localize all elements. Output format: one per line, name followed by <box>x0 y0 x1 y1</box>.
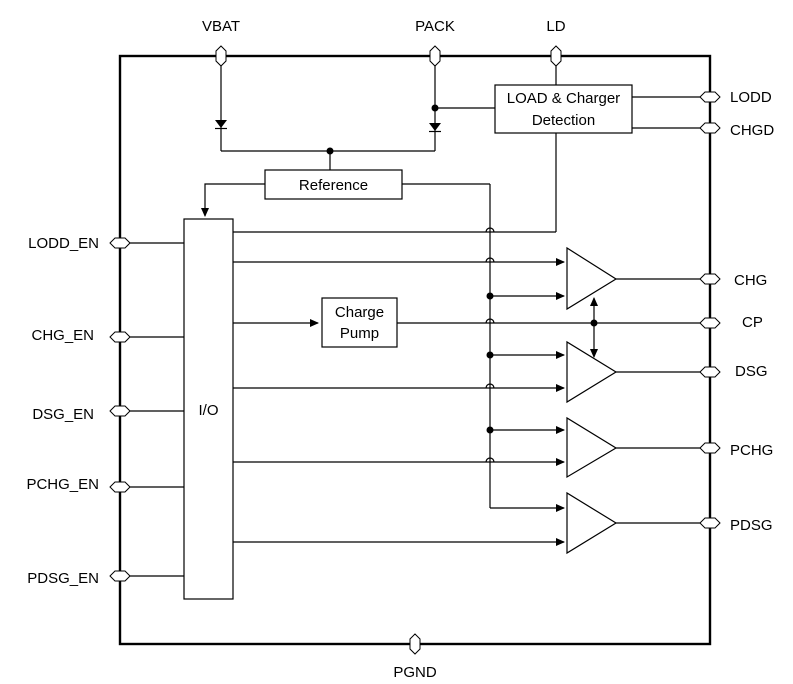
pin-lodd <box>699 91 721 103</box>
pin-label-pchg: PCHG <box>730 442 773 459</box>
pin-pchg-en <box>109 481 131 493</box>
pin-label-chg-en: CHG_EN <box>31 327 94 344</box>
io-label: I/O <box>198 402 218 419</box>
pin-chgd <box>699 122 721 134</box>
pin-lodd-en <box>109 237 131 249</box>
pin-ld <box>550 45 562 67</box>
pin-label-pdsg-en: PDSG_EN <box>27 570 99 587</box>
pin-dsg <box>699 366 721 378</box>
pin-pack <box>429 45 441 67</box>
diode-vbat <box>215 120 227 128</box>
pin-dsg-en <box>109 405 131 417</box>
pin-label-vbat: VBAT <box>202 18 240 35</box>
pin-chg-en <box>109 331 131 343</box>
pin-pchg <box>699 442 721 454</box>
pin-label-chg: CHG <box>734 272 767 289</box>
detection-label-line2: Detection <box>532 112 595 129</box>
charge-pump-label-line2: Pump <box>340 325 379 342</box>
load-charger-detection-block <box>494 84 633 134</box>
pin-label-pgnd: PGND <box>393 664 437 681</box>
diode-pack <box>429 123 441 131</box>
pin-pgnd <box>409 633 421 655</box>
pin-label-pchg-en: PCHG_EN <box>26 476 99 493</box>
io-block <box>183 218 234 600</box>
pin-label-ld: LD <box>546 18 565 35</box>
pin-pdsg <box>699 517 721 529</box>
pin-label-cp: CP <box>742 314 763 331</box>
pin-label-chgd: CHGD <box>730 122 774 139</box>
driver-pchg <box>566 416 618 479</box>
charge-pump-block <box>321 297 398 348</box>
detection-label-line1: LOAD & Charger <box>507 90 620 107</box>
pin-label-pdsg: PDSG <box>730 517 773 534</box>
pin-label-pack: PACK <box>415 18 455 35</box>
pin-label-dsg-en: DSG_EN <box>32 406 94 423</box>
driver-pdsg <box>566 491 618 555</box>
pin-vbat <box>215 45 227 67</box>
crossing-hops <box>485 227 495 463</box>
charge-pump-label-line1: Charge <box>335 304 384 321</box>
driver-dsg <box>566 340 618 404</box>
pin-label-lodd: LODD <box>730 89 772 106</box>
pin-cp <box>699 317 721 329</box>
reference-label: Reference <box>299 177 368 194</box>
pin-pdsg-en <box>109 570 131 582</box>
driver-chg <box>566 246 618 311</box>
pin-label-lodd-en: LODD_EN <box>28 235 99 252</box>
pin-chg <box>699 273 721 285</box>
pin-label-dsg: DSG <box>735 363 768 380</box>
